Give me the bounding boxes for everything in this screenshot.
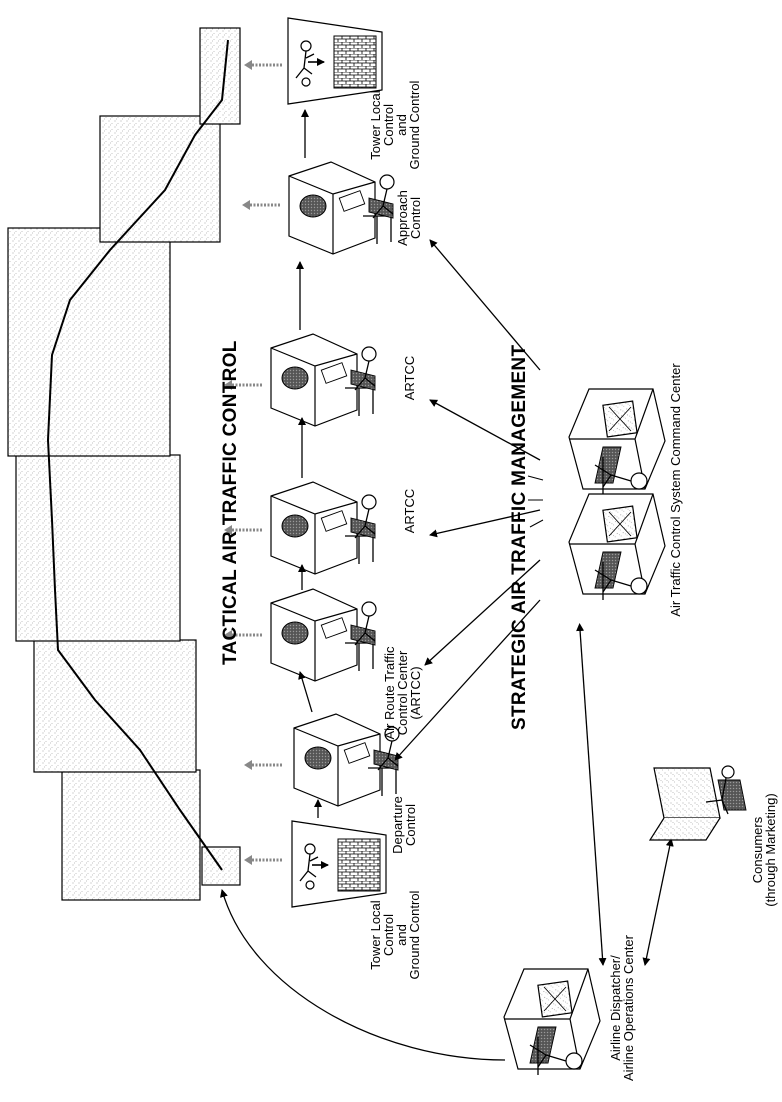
zone-artcc-2	[16, 455, 180, 641]
label-line: (ARTCC)	[408, 666, 423, 719]
label-consumers: Consumers (through Marketing)	[750, 793, 778, 906]
label-command-center: Air Traffic Control System Command Cente…	[668, 363, 683, 617]
label-artcc-middle: ARTCC	[402, 489, 417, 534]
label-departure: Departure Control	[390, 796, 418, 854]
label-line: Ground Control	[407, 890, 422, 979]
label-artcc-upper: ARTCC	[402, 356, 417, 401]
console-icon-artcc-full	[271, 589, 376, 681]
airspace-zones	[8, 28, 240, 900]
label-tower-left: Tower Local Control and Ground Control	[368, 890, 422, 979]
label-line: Control	[408, 197, 423, 239]
console-icon-approach	[289, 162, 394, 254]
label-line: ARTCC	[402, 489, 417, 534]
label-line: Control	[403, 804, 418, 846]
tactical-title: TACTICAL AIR TRAFFIC CONTROL	[220, 340, 241, 665]
label-airline: Airline Dispatcher/ Airline Operations C…	[608, 934, 636, 1081]
console-icon-artcc-upper	[271, 334, 376, 426]
label-approach: Approach Control	[395, 190, 423, 246]
console-icon-artcc-middle	[271, 482, 376, 574]
label-tower-right: Tower Local Control and Ground Control	[368, 80, 422, 169]
zone-departure	[62, 770, 200, 900]
command-center-icon-2	[569, 494, 665, 600]
zone-approach	[100, 116, 220, 242]
label-artcc-full: Air Route Traffic Control Center (ARTCC)	[382, 646, 423, 739]
tower-icon-left	[292, 821, 386, 907]
label-line: Ground Control	[407, 80, 422, 169]
label-line: Airline Operations Center	[621, 934, 636, 1081]
command-center-icon	[569, 389, 665, 495]
label-line: Air Traffic Control System Command Cente…	[668, 363, 683, 617]
strategic-title: STRATEGIC AIR TRAFFIC MANAGEMENT	[509, 345, 530, 730]
tactical-title-text: TACTICAL AIR TRAFFIC CONTROL	[220, 340, 241, 665]
zone-artcc-3	[8, 228, 170, 456]
label-line: (through Marketing)	[763, 793, 778, 906]
zone-tower-right	[200, 28, 240, 124]
strategic-title-text: STRATEGIC AIR TRAFFIC MANAGEMENT	[509, 345, 530, 730]
label-line: ARTCC	[402, 356, 417, 401]
zone-artcc-1	[34, 640, 196, 772]
airline-dispatcher-icon	[504, 969, 600, 1075]
consumer-desk-icon	[650, 766, 746, 840]
zone-tower-left	[202, 847, 240, 885]
